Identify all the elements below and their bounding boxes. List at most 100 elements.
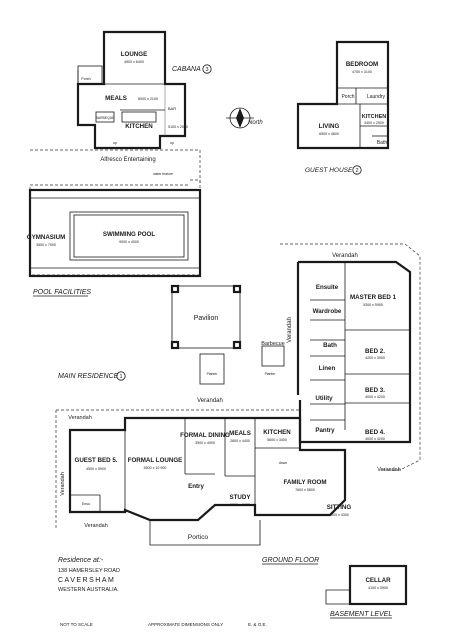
gh-living-label: LIVING — [319, 123, 340, 130]
sitting-dim: 4000 x 4300 — [329, 513, 349, 517]
pool-dim: 9000 x 4000 — [119, 240, 139, 244]
footer-approx: APPROXIMATE DIMENSIONS ONLY — [148, 622, 223, 627]
basement-level-label: BASEMENT LEVEL — [330, 611, 392, 618]
pavilion: Pavilion — [170, 284, 242, 350]
cabana-kitchen-dim: 5100 x 2000 — [168, 125, 188, 129]
water-feature-label: water feature — [153, 172, 173, 176]
formal-lounge-label: FORMAL LOUNGE — [128, 457, 183, 464]
bed3-label: BED 3. — [365, 387, 385, 394]
bed4-dim: 4000 x 4200 — [365, 437, 385, 441]
gh-porch-label: Porch — [341, 94, 354, 100]
ensu-label: Ensu — [82, 502, 90, 506]
formal-lounge-dim: 5500 x 10 900 — [144, 466, 167, 470]
kitchen-label: KITCHEN — [263, 429, 291, 436]
gh-laundry-label: Laundry — [367, 94, 386, 100]
cabana-number: 3 — [205, 67, 208, 73]
pavilion-label: Pavilion — [194, 315, 219, 322]
pool-facilities: GYMNASIUM 3500 x 7000 SWIMMING POOL 9000… — [27, 149, 202, 297]
verandah-south: Verandah — [84, 523, 108, 529]
guest-house-number: 2 — [355, 168, 358, 174]
study-label: STUDY — [230, 494, 252, 501]
bed4-label: BED 4. — [365, 429, 385, 436]
footer-scale: NOT TO SCALE — [60, 622, 93, 627]
cellar-label: CELLAR — [365, 577, 391, 584]
guest-house-number-circle — [352, 165, 362, 175]
ensuite-label: Ensuite — [316, 284, 339, 291]
formal-dining-dim: 3900 x 4900 — [195, 441, 215, 445]
main-residence: Verandah Verandah Ensuite Wardrobe MASTE… — [55, 243, 421, 565]
cabana-up-label-2: up — [170, 141, 174, 145]
cabana-number-circle — [202, 64, 212, 74]
cellar-dim: 4100 x 3900 — [368, 586, 388, 590]
guest-bed-dim: 4500 x 5900 — [86, 467, 106, 471]
verandah-east-top: Verandah — [332, 253, 358, 259]
verandah-main-top: Verandah — [197, 398, 223, 404]
gh-kitchen-dim: 3400 x 2500 — [364, 121, 384, 125]
main-bath-label: Bath — [323, 342, 337, 349]
family-room-dim: 7600 x 5800 — [295, 488, 315, 492]
cabana-bar-label: BAR — [168, 106, 176, 111]
guest-house: BEDROOM 4700 x 3100 Porch Laundry LIVING… — [296, 40, 390, 175]
portico-label: Portico — [188, 534, 209, 541]
gym-dim: 3500 x 7000 — [36, 243, 56, 247]
utility-label: Utility — [315, 395, 333, 402]
gh-living-dim: 6500 x 4600 — [319, 132, 339, 136]
wardrobe-label: Wardrobe — [313, 308, 342, 315]
address-line4: WESTERN AUSTRALIA. — [58, 587, 119, 593]
master-bed-dim: 5300 x 5950 — [363, 303, 383, 307]
gh-bedroom-dim: 4700 x 3100 — [352, 70, 372, 74]
main-number-circle — [116, 371, 126, 381]
kitchen-dim: 5600 x 3400 — [267, 438, 287, 442]
gh-bath-label: Bath — [377, 140, 388, 146]
address-block: Residence at:- 138 HAMERSLEY ROAD CAVERS… — [58, 557, 120, 593]
cellar: CELLAR 4100 x 3900 BASEMENT LEVEL — [325, 564, 408, 619]
cabana-porch-label: Porch — [81, 77, 90, 81]
master-bed-label: MASTER BED 1 — [350, 294, 397, 301]
entry-label: Entry — [188, 483, 204, 490]
bed3-dim: 4000 x 4200 — [365, 395, 385, 399]
study-dim: 5500 x 5400 — [230, 503, 250, 507]
north-arrow: North — [226, 107, 263, 129]
cabana-kitchen-label: KITCHEN — [125, 123, 153, 130]
guest-house-title: GUEST HOUSE — [305, 167, 353, 174]
main-residence-title: MAIN RESIDENCE — [58, 373, 119, 380]
meals-label: MEALS — [229, 430, 251, 437]
linen-label: Linen — [319, 365, 336, 372]
guest-bed-label: GUEST BED 5. — [75, 457, 118, 464]
bed2-label: BED 2. — [365, 348, 385, 355]
verandah-west-top: Verandah — [68, 415, 92, 421]
cabana-title: CABANA — [172, 66, 201, 73]
alfresco-label: Alfresco Entertaining — [100, 157, 155, 163]
verandah-east-bottom: Verandah — [377, 467, 401, 473]
formal-dining-label: FORMAL DINING — [180, 432, 230, 439]
family-room-label: FAMILY ROOM — [284, 479, 327, 486]
cabana-meals-dim: 6000 x 2100 — [138, 97, 158, 101]
meals-dim: 2800 x 4400 — [230, 439, 250, 443]
cabana-meals-label: MEALS — [105, 95, 127, 102]
main-number: 1 — [119, 374, 122, 380]
sitting-label: SITTING — [327, 504, 352, 511]
ground-floor-label: GROUND FLOOR — [262, 557, 319, 564]
gym-label: GYMNASIUM — [27, 234, 66, 241]
cabana-lounge-dim: 4900 x 6400 — [124, 60, 144, 64]
barbecue-label: Barbecue — [261, 341, 285, 347]
gh-kitchen-label: KITCHEN — [362, 114, 386, 120]
footer: NOT TO SCALE APPROXIMATE DIMENSIONS ONLY… — [60, 622, 267, 627]
down-label: down — [279, 461, 288, 465]
footer-eoe: E. & O.E. — [248, 622, 267, 627]
pantry-label: Pantry — [315, 427, 335, 434]
address-line3: CAVERSHAM — [58, 577, 115, 584]
pool-facilities-title: POOL FACILITIES — [33, 289, 91, 296]
verandah-west-side: Verandah — [60, 472, 66, 496]
cabana-lounge-label: LOUNGE — [121, 51, 147, 58]
bed2-dim: 4200 x 3900 — [365, 356, 385, 360]
pool-label: SWIMMING POOL — [103, 231, 155, 238]
north-label: North — [248, 120, 263, 126]
gh-bedroom-label: BEDROOM — [346, 61, 378, 68]
cabana-up-label: up — [113, 141, 117, 145]
address-line2: 138 HAMERSLEY ROAD — [58, 568, 120, 574]
verandah-east-side: Verandah — [287, 317, 293, 343]
cabana-bbq-label: BARBEQUE — [96, 116, 116, 120]
cabana: LOUNGE 4900 x 6400 Porch MEALS 6000 x 21… — [76, 30, 212, 176]
